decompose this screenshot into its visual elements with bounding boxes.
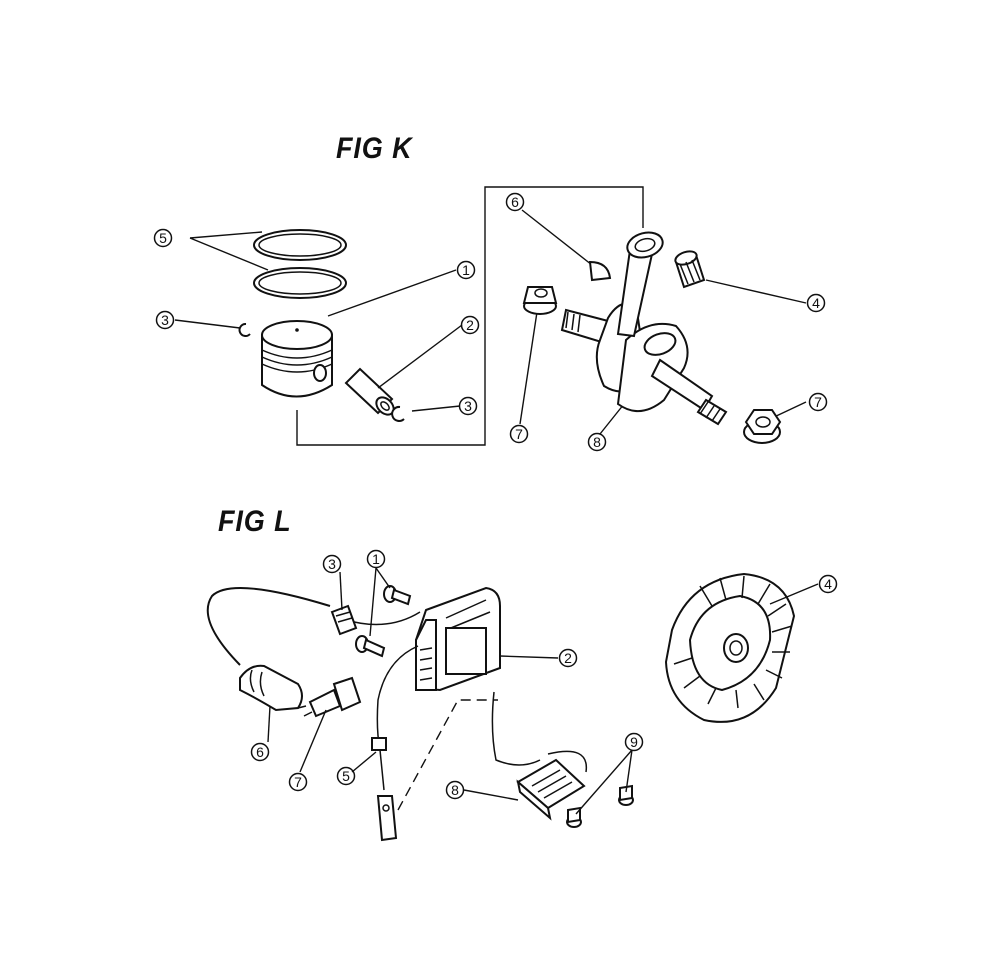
callout-l-4: 4 xyxy=(818,574,838,594)
svg-text:1: 1 xyxy=(462,262,470,278)
svg-text:6: 6 xyxy=(256,744,264,760)
piston xyxy=(261,320,333,398)
svg-text:4: 4 xyxy=(812,295,820,311)
connecting-rod xyxy=(616,231,664,338)
callout-k-5: 5 xyxy=(153,228,173,248)
flywheel xyxy=(664,572,796,723)
callout-k-7-right: 7 xyxy=(808,392,828,412)
woodruff-key xyxy=(588,260,612,282)
svg-text:5: 5 xyxy=(342,768,350,784)
svg-text:2: 2 xyxy=(466,317,474,333)
wire-connector xyxy=(330,604,358,636)
circlips xyxy=(238,323,405,422)
flange-nut-left xyxy=(522,286,558,315)
fig-k-assembly-brackets xyxy=(296,186,644,446)
stop-switch-wire xyxy=(491,691,588,773)
callout-l-5: 5 xyxy=(336,766,356,786)
ignition-module xyxy=(516,758,586,821)
crankshaft xyxy=(560,302,728,426)
coil-screw-lower xyxy=(355,635,386,658)
callout-l-6: 6 xyxy=(250,742,270,762)
module-screws xyxy=(566,784,634,828)
svg-text:5: 5 xyxy=(159,230,167,246)
callout-k-1: 1 xyxy=(456,260,476,280)
piston-rings xyxy=(253,229,347,299)
callout-l-9: 9 xyxy=(624,732,644,752)
svg-text:9: 9 xyxy=(630,734,638,750)
svg-text:4: 4 xyxy=(824,576,832,592)
fig-l-dashed-lines xyxy=(397,699,498,811)
svg-text:7: 7 xyxy=(814,394,822,410)
fig-l-leader-lines xyxy=(267,567,819,815)
callout-k-3-right: 3 xyxy=(458,396,478,416)
callout-k-2: 2 xyxy=(460,315,480,335)
spark-plug-boot xyxy=(239,664,303,712)
svg-text:3: 3 xyxy=(161,312,169,328)
fig-k-leader-lines xyxy=(174,209,807,435)
fig-l-callouts: 3 1 2 4 6 7 5 8 9 xyxy=(250,549,838,800)
callout-l-1: 1 xyxy=(366,549,386,569)
flange-nut-right xyxy=(743,409,782,444)
callout-l-8: 8 xyxy=(445,780,465,800)
ignition-coil xyxy=(415,586,501,692)
svg-text:8: 8 xyxy=(451,782,459,798)
svg-text:1: 1 xyxy=(372,551,380,567)
svg-text:7: 7 xyxy=(515,426,523,442)
svg-text:8: 8 xyxy=(593,434,601,450)
svg-text:7: 7 xyxy=(294,774,302,790)
svg-text:6: 6 xyxy=(511,194,519,210)
spark-plug xyxy=(297,676,362,718)
callout-k-4: 4 xyxy=(806,293,826,313)
svg-text:3: 3 xyxy=(464,398,472,414)
coil-screw-upper xyxy=(383,585,412,606)
callout-l-7: 7 xyxy=(288,772,308,792)
fig-k-callouts: 5 3 1 2 3 6 4 7 7 8 xyxy=(153,192,828,452)
svg-text:3: 3 xyxy=(328,556,336,572)
callout-l-3: 3 xyxy=(322,554,342,574)
wrist-pin xyxy=(344,367,395,416)
callout-k-7-left: 7 xyxy=(509,424,529,444)
callout-l-2: 2 xyxy=(558,648,578,668)
svg-text:2: 2 xyxy=(564,650,572,666)
callout-k-6: 6 xyxy=(505,192,525,212)
fig-k-title: FIG K xyxy=(336,132,413,165)
fig-l-title: FIG L xyxy=(218,505,292,538)
callout-k-8: 8 xyxy=(587,432,607,452)
callout-k-3-left: 3 xyxy=(155,310,175,330)
ground-wire xyxy=(371,645,419,842)
needle-bearing xyxy=(674,250,706,289)
